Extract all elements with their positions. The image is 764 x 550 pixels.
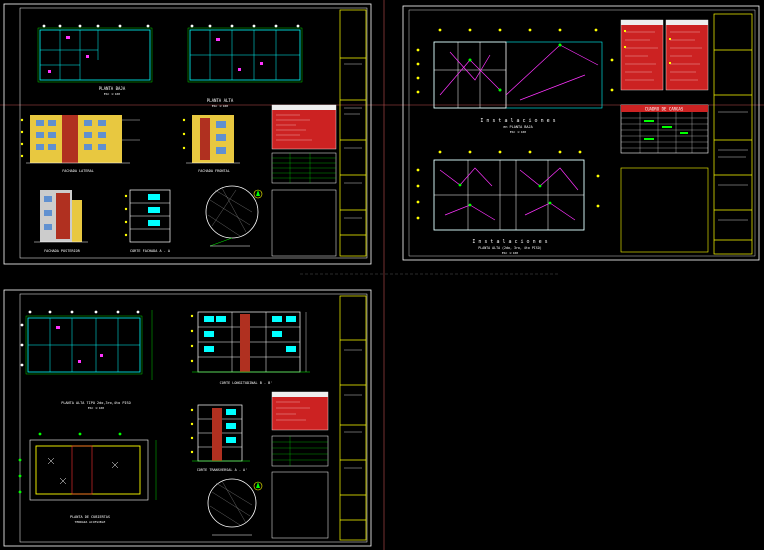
facade-lateral-title: FACHADA LATERAL — [62, 169, 94, 173]
sheet-2-titleblock — [713, 13, 753, 255]
floor-plan-ground[interactable]: PLANTA BAJA ESC 1:100 — [37, 24, 153, 96]
sheet-1-architecture[interactable]: PLANTA BAJA ESC 1:100 PLANTA ALTA ESC 1:… — [3, 3, 372, 265]
plan-ground-title: PLANTA BAJA — [99, 86, 126, 91]
facade-front-title: FACHADA FRONTAL — [198, 169, 230, 173]
roof-plan[interactable]: PLANTA DE CUBIERTAS TERRAZA ACCESIBLE — [18, 432, 157, 524]
sheet-1-titleblock — [339, 9, 367, 257]
plan-ground-scale: ESC 1:100 — [104, 92, 120, 96]
typical-floor-plan[interactable]: PLANTA ALTA TIPO 2do,3ro,4to PISO ESC 1:… — [20, 310, 153, 410]
plan-upper-scale: ESC 1:100 — [212, 104, 228, 108]
location-map-circle — [205, 185, 263, 247]
floor-plan-upper[interactable]: PLANTA ALTA ESC 1:100 — [187, 24, 303, 108]
section-longitudinal[interactable]: CORTE LONGITUDINAL B - B' — [190, 311, 310, 385]
sheet-1-inner-border — [19, 7, 368, 259]
installation-upper-scale: ESC 1:100 — [502, 251, 518, 255]
section-a-a[interactable]: CORTE FACHADA A - A — [124, 189, 171, 253]
typical-plan-scale: ESC 1:100 — [88, 406, 104, 410]
sheet-3-inner-border — [19, 293, 368, 543]
sheet-3-sections[interactable]: PLANTA ALTA TIPO 2do,3ro,4to PISO ESC 1:… — [3, 289, 372, 547]
installation-ground-scale: ESC 1:100 — [510, 130, 526, 134]
sheet-2-legend — [620, 19, 709, 91]
facade-rear-title: FACHADA POSTERIOR — [44, 249, 81, 253]
installation-plan-ground[interactable]: I n s t a l a c i o n e s en PLANTA BAJA… — [416, 28, 614, 134]
location-map-circle-3 — [207, 478, 263, 536]
sheet-2-installations[interactable]: I n s t a l a c i o n e s en PLANTA BAJA… — [402, 5, 760, 261]
load-table-title: CUADRO DE CARGAS — [645, 107, 684, 112]
typical-plan-title: PLANTA ALTA TIPO 2do,3ro,4to PISO — [61, 401, 131, 405]
sheet-1-border — [3, 3, 372, 265]
roof-plan-subtitle: TERRAZA ACCESIBLE — [75, 520, 106, 524]
sheet-3-titleblock — [339, 295, 367, 541]
sheet-1-legend — [271, 104, 337, 257]
sheet-3-legend — [271, 391, 329, 539]
installation-upper-title: I n s t a l a c i o n e s — [472, 239, 547, 245]
plan-upper-title: PLANTA ALTA — [207, 98, 234, 103]
sheet-2-border — [402, 5, 760, 261]
sheet-2-inner-border — [408, 9, 756, 257]
facade-lateral[interactable]: FACHADA LATERAL — [20, 115, 140, 173]
section-longitudinal-title: CORTE LONGITUDINAL B - B' — [220, 381, 273, 385]
section-transverse[interactable]: CORTE TRANSVERSAL A - A' — [190, 404, 250, 472]
installation-upper-subtitle: PLANTA ALTA (2do, 3ro, 4to PISO) — [478, 246, 542, 250]
installation-ground-title: I n s t a l a c i o n e s — [480, 118, 555, 124]
load-table: CUADRO DE CARGAS — [620, 104, 709, 253]
section-a-a-title: CORTE FACHADA A - A — [130, 249, 171, 253]
sheet-3-border — [3, 289, 372, 547]
installation-plan-upper[interactable]: I n s t a l a c i o n e s PLANTA ALTA (2… — [416, 150, 600, 255]
section-transverse-title: CORTE TRANSVERSAL A - A' — [197, 468, 248, 472]
facade-rear[interactable]: FACHADA POSTERIOR — [34, 190, 88, 253]
roof-plan-title: PLANTA DE CUBIERTAS — [70, 515, 110, 519]
facade-front[interactable]: FACHADA FRONTAL — [182, 115, 240, 173]
installation-ground-subtitle: en PLANTA BAJA — [503, 125, 533, 129]
